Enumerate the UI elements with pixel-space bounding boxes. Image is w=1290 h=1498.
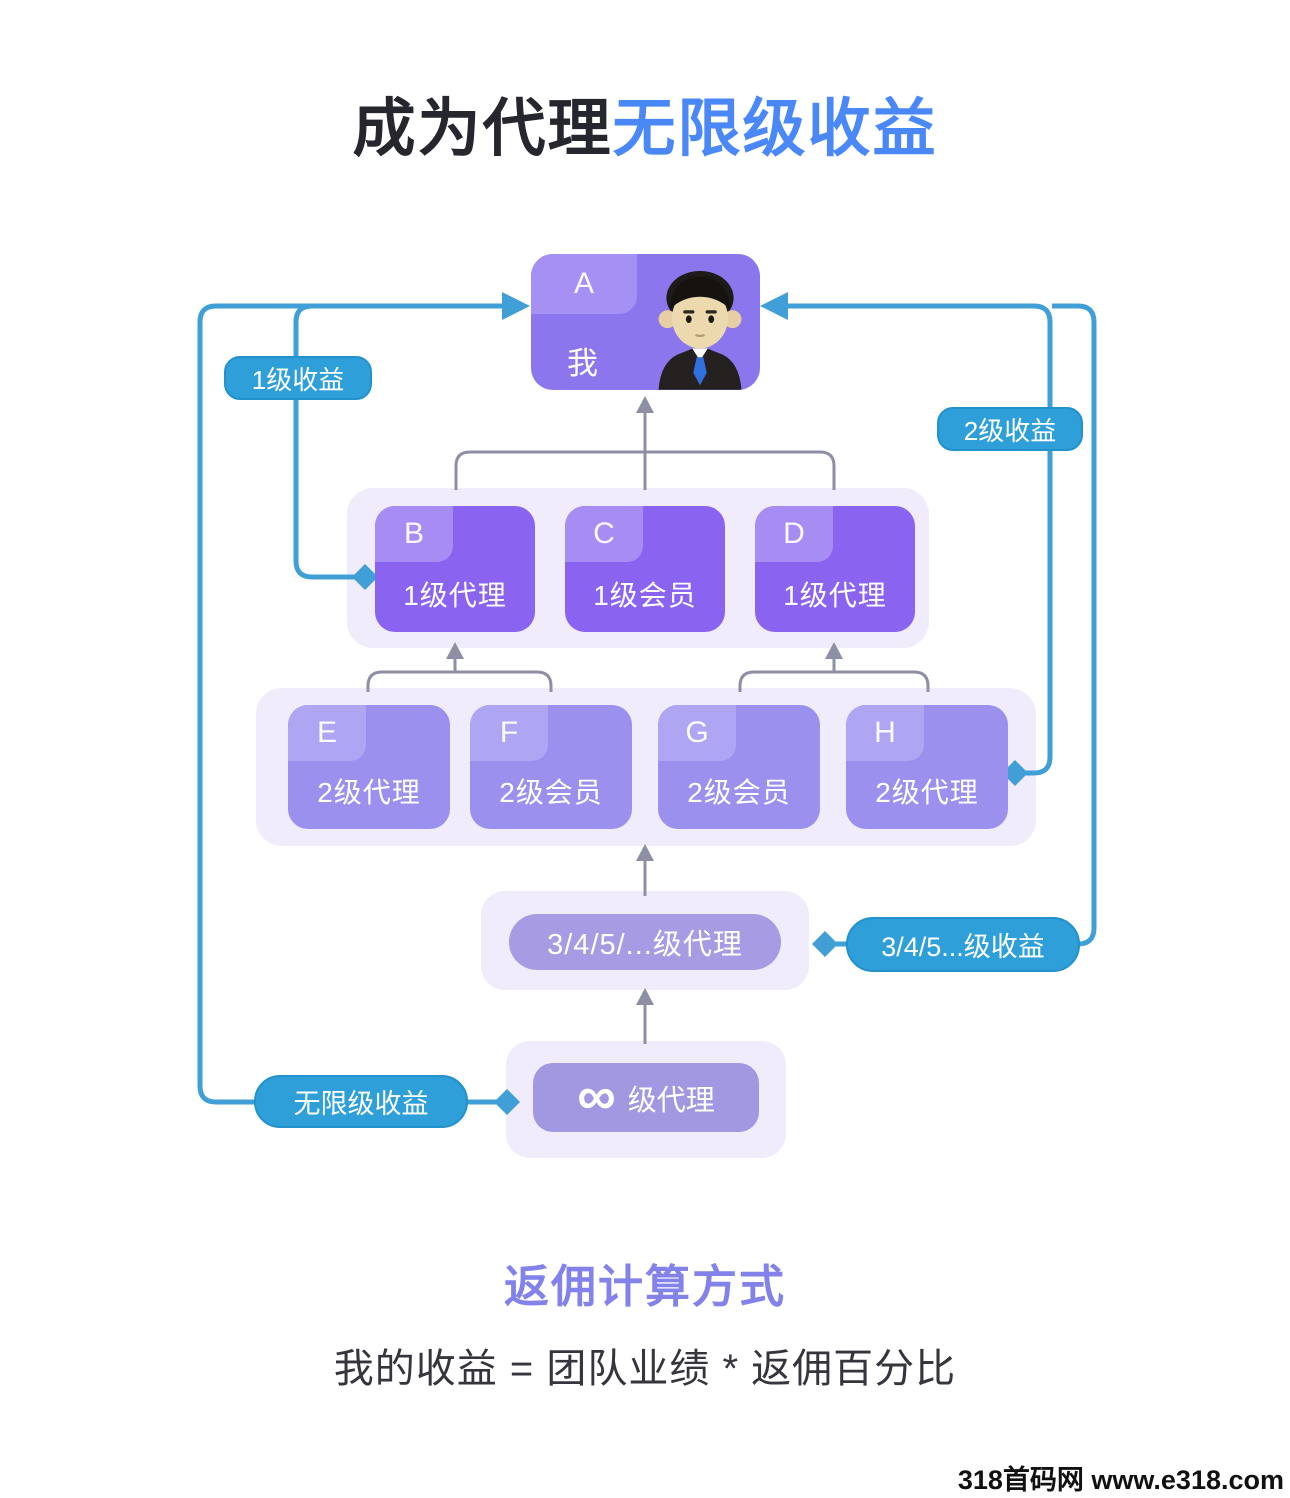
node-label: 1级会员	[593, 580, 697, 611]
level2-left-bus-line	[366, 656, 553, 692]
node-label: 2级代理	[875, 777, 979, 808]
node-letter-badge: G	[658, 705, 736, 761]
node-letter: F	[499, 716, 519, 749]
tree-node-f: F 2级会员	[470, 705, 632, 829]
tree-node-e: E 2级代理	[288, 705, 450, 829]
node-label: 1级代理	[403, 580, 507, 611]
node-label: 3/4/5/...级代理	[547, 929, 743, 961]
node-label: 2级代理	[317, 777, 421, 808]
page-title: 成为代理无限级收益	[0, 78, 1290, 169]
node-label: 1级代理	[783, 580, 887, 611]
level1-bus-line	[454, 450, 836, 490]
income-route-level2	[788, 303, 1053, 776]
node-letter-badge: C	[565, 506, 643, 562]
tree-node-b: B 1级代理	[375, 506, 535, 632]
node-letter: B	[403, 517, 424, 550]
page-title-blue: 无限级收益	[612, 94, 938, 164]
diamond-arrow-icon	[1002, 760, 1028, 786]
node-letter-badge: A	[531, 254, 637, 314]
node-letter: D	[783, 517, 805, 550]
node-letter: E	[316, 716, 337, 749]
income-route-infinity	[197, 303, 505, 1105]
diamond-arrow-icon	[494, 1089, 520, 1115]
tree-node-level-n: 3/4/5/...级代理	[509, 914, 781, 970]
arrow-up-icon	[446, 642, 464, 659]
tree-node-c: C 1级会员	[565, 506, 725, 632]
diamond-arrow-icon	[812, 931, 838, 957]
tree-node-root: A 我	[531, 254, 760, 390]
arrow-right-icon	[502, 292, 530, 320]
node-letter-badge: D	[755, 506, 833, 562]
level2-right-bus-line	[738, 656, 930, 692]
node-label: 级代理	[627, 1084, 715, 1117]
income-route-level-n	[826, 303, 1097, 947]
page-title-black: 成为代理	[352, 94, 613, 164]
diamond-arrow-icon	[352, 564, 378, 590]
arrow-left-icon	[760, 292, 788, 320]
income-label-infinity: 无限级收益	[254, 1075, 468, 1128]
income-arrowheads	[352, 292, 1028, 1115]
tree-node-h: H 2级代理	[846, 705, 1008, 829]
node-letter-badge: E	[288, 705, 366, 761]
node-letter: H	[874, 716, 896, 749]
node-label: 我	[567, 346, 598, 381]
income-label-level2: 2级收益	[937, 407, 1083, 451]
tree-node-g: G 2级会员	[658, 705, 820, 829]
tree-arrowheads	[446, 396, 843, 1005]
node-letter-badge: B	[375, 506, 453, 562]
income-label-level-n: 3/4/5...级收益	[846, 917, 1080, 972]
arrow-up-icon	[636, 396, 654, 413]
node-letter: C	[593, 517, 615, 550]
commission-subtitle: 返佣计算方式	[503, 1261, 786, 1312]
node-label: 2级会员	[687, 777, 791, 808]
node-letter-badge: H	[846, 705, 924, 761]
tree-node-infinity: ∞ 级代理	[533, 1063, 759, 1132]
commission-formula: 我的收益 = 团队业绩 * 返佣百分比	[333, 1347, 957, 1391]
arrow-up-icon	[636, 988, 654, 1005]
tree-node-d: D 1级代理	[755, 506, 915, 632]
node-letter: A	[573, 267, 594, 300]
node-label: 2级会员	[499, 777, 603, 808]
node-letter: G	[685, 716, 709, 749]
arrow-up-icon	[636, 844, 654, 861]
income-label-level1: 1级收益	[224, 356, 372, 400]
avatar-icon	[658, 271, 742, 390]
income-routes	[197, 303, 1097, 1105]
arrow-up-icon	[825, 642, 843, 659]
node-letter-badge: F	[470, 705, 548, 761]
watermark-text: 318首码网 www.e318.com	[957, 1465, 1284, 1495]
